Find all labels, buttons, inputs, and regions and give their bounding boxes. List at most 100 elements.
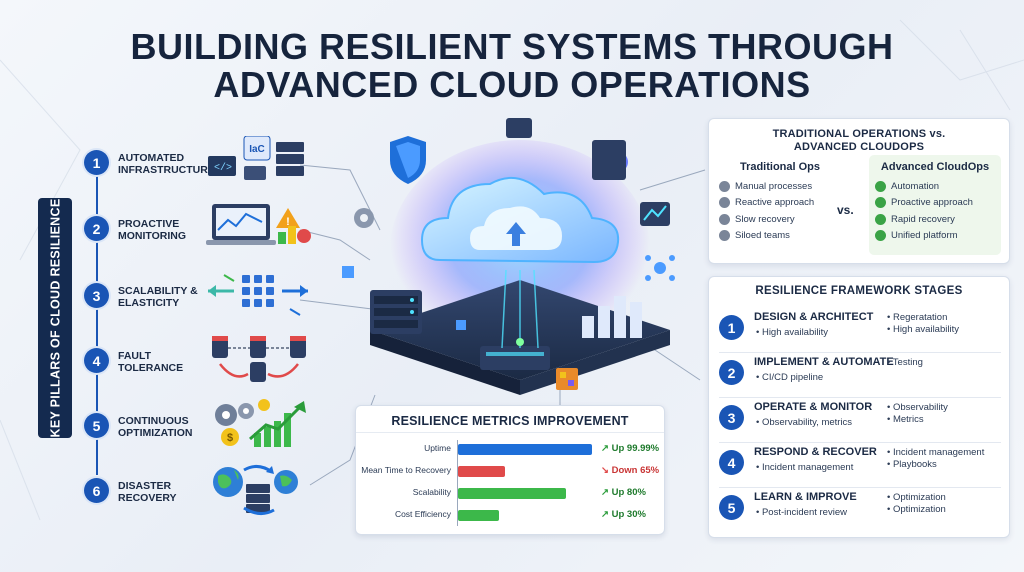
pillar-disaster-recovery: 6 DISASTER RECOVERY: [84, 465, 344, 528]
pillar-automated-infrastructure: 1 AUTOMATED INFRASTRUCTURE </> IaC: [84, 136, 344, 200]
pillar-proactive-monitoring: 2 PROACTIVE MONITORING !: [84, 204, 344, 266]
stage-detail: • Playbooks: [887, 459, 937, 470]
stage-number: 5: [719, 495, 744, 520]
stage-detail: • Incident management: [887, 447, 985, 458]
stage-row: 5 LEARN & IMPROVE • Post-incident review • …: [709, 487, 1011, 533]
metric-value-text: Up 99.99%: [611, 443, 660, 454]
traditional-item: Reactive approach: [719, 195, 841, 212]
metric-bar: [458, 488, 566, 499]
pillars-tag: KEY PILLARS OF CLOUD RESILIENCE: [38, 198, 72, 438]
stage-divider: [719, 487, 1001, 488]
metric-row: Mean Time to Recovery ↘ Down 65%: [356, 462, 666, 480]
network-icon: [645, 255, 675, 281]
comparison-title-line-2: ADVANCED CLOUDOPS: [793, 141, 925, 153]
scaling-grid-arrows-icon: [208, 274, 308, 316]
metric-row: Cost Efficiency↗ Up 30%: [356, 506, 666, 524]
stage-description: • High availability: [756, 327, 828, 338]
traditional-item-label: Manual processes: [735, 180, 813, 192]
metrics-panel: RESILIENCE METRICS IMPROVEMENT Uptime↗ U…: [355, 405, 665, 535]
metric-label: Mean Time to Recovery: [361, 465, 451, 475]
pillar-label: AUTOMATED INFRASTRUCTURE: [118, 152, 215, 176]
metric-value-text: Down 65%: [611, 465, 660, 476]
metric-label: Uptime: [424, 443, 451, 453]
stage-detail: • High availability: [887, 324, 959, 335]
metric-value: ↗ Up 99.99%: [601, 443, 659, 454]
cloudops-item: Rapid recovery: [875, 211, 995, 228]
traditional-item-label: Slow recovery: [735, 213, 795, 225]
check-icon: [875, 213, 886, 225]
cloudops-item: Proactive approach: [875, 195, 995, 212]
pillar-continuous-optimization: 5 CONTINUOUS OPTIMIZATION $: [84, 399, 344, 463]
metric-value: ↘ Down 65%: [601, 465, 659, 476]
pillar-number: 5: [84, 413, 109, 438]
stage-details: • Optimization• Optimization: [887, 492, 946, 516]
stage-detail: • Observability: [887, 402, 948, 413]
stage-detail: • Optimization: [887, 504, 946, 515]
stage-detail: • Regeratation: [887, 312, 948, 323]
title-line-1: BUILDING RESILIENT SYSTEMS THROUGH: [130, 26, 894, 67]
stage-details: • Incident management• Playbooks: [887, 447, 984, 471]
stage-details: • Observability• Metrics: [887, 402, 948, 426]
stage-name: OPERATE & MONITOR: [754, 401, 873, 413]
cloud-platform-illustration: [342, 118, 675, 395]
metric-bar: [458, 466, 505, 477]
pillar-label: SCALABILITY & ELASTICITY: [118, 285, 198, 309]
pillar-number: 1: [84, 150, 109, 175]
metric-row: Scalability↗ Up 80%: [356, 484, 666, 502]
trend-up-icon: ↗: [601, 509, 612, 520]
check-icon: [719, 197, 730, 209]
stage-detail: • Metrics: [887, 414, 924, 425]
comparison-title-line-1: TRADITIONAL OPERATIONS vs.: [772, 128, 946, 140]
cloudops-item-label: Rapid recovery: [891, 213, 955, 225]
metric-bar: [458, 510, 499, 521]
stage-number: 2: [719, 360, 744, 385]
metric-value: ↗ Up 30%: [601, 509, 646, 520]
stage-divider: [719, 397, 1001, 398]
stage-divider: [719, 442, 1001, 443]
check-icon: [875, 197, 886, 209]
traditional-item: Manual processes: [719, 178, 841, 195]
cloudops-heading: Advanced CloudOps: [880, 161, 990, 173]
iac-badge: IaC: [249, 144, 265, 155]
title-line-2: ADVANCED CLOUD OPERATIONS: [213, 64, 811, 105]
check-icon: [719, 180, 730, 192]
cloudops-item: Unified platform: [875, 228, 995, 245]
cloudops-item: Automation: [875, 178, 995, 195]
cloud-icon: [420, 177, 620, 264]
vs-label: vs.: [837, 203, 854, 217]
check-icon: [719, 230, 730, 242]
metrics-axis: [457, 440, 458, 526]
svg-text:!: !: [286, 216, 290, 228]
trend-down-icon: ↘: [601, 465, 612, 476]
comparison-title: TRADITIONAL OPERATIONS vs. ADVANCED CLOU…: [709, 119, 1009, 154]
shield-icon: [390, 136, 426, 184]
cloudops-item-label: Unified platform: [891, 230, 958, 242]
stage-name: LEARN & IMPROVE: [754, 491, 857, 503]
stage-number: 3: [719, 405, 744, 430]
database-failover-icon: [212, 336, 306, 382]
pillars-tag-label: KEY PILLARS OF CLOUD RESILIENCE: [48, 198, 63, 438]
server-rack-icon: [370, 290, 422, 334]
stages-title: RESILIENCE FRAMEWORK STAGES: [755, 285, 963, 297]
pillar-label: DISASTER RECOVERY: [118, 480, 177, 504]
stage-name: IMPLEMENT & AUTOMATE: [754, 356, 894, 368]
metric-label: Scalability: [412, 487, 451, 497]
stage-description: • Post-incident review: [756, 507, 847, 518]
comparison-panel: TRADITIONAL OPERATIONS vs. ADVANCED CLOU…: [708, 118, 1010, 264]
trend-up-icon: ↗: [601, 443, 612, 454]
check-icon: [875, 230, 886, 242]
traditional-ops-heading: Traditional Ops: [739, 161, 821, 173]
pillar-number: 4: [84, 348, 109, 373]
metric-value-text: Up 30%: [611, 509, 646, 520]
traditional-item-label: Reactive approach: [735, 197, 815, 209]
pillar-label: PROACTIVE MONITORING: [118, 218, 187, 242]
stage-name: DESIGN & ARCHITECT: [754, 311, 874, 323]
svg-text:</>: </>: [214, 162, 232, 174]
pillar-number: 2: [84, 216, 109, 241]
traditional-item: Slow recovery: [719, 211, 841, 228]
